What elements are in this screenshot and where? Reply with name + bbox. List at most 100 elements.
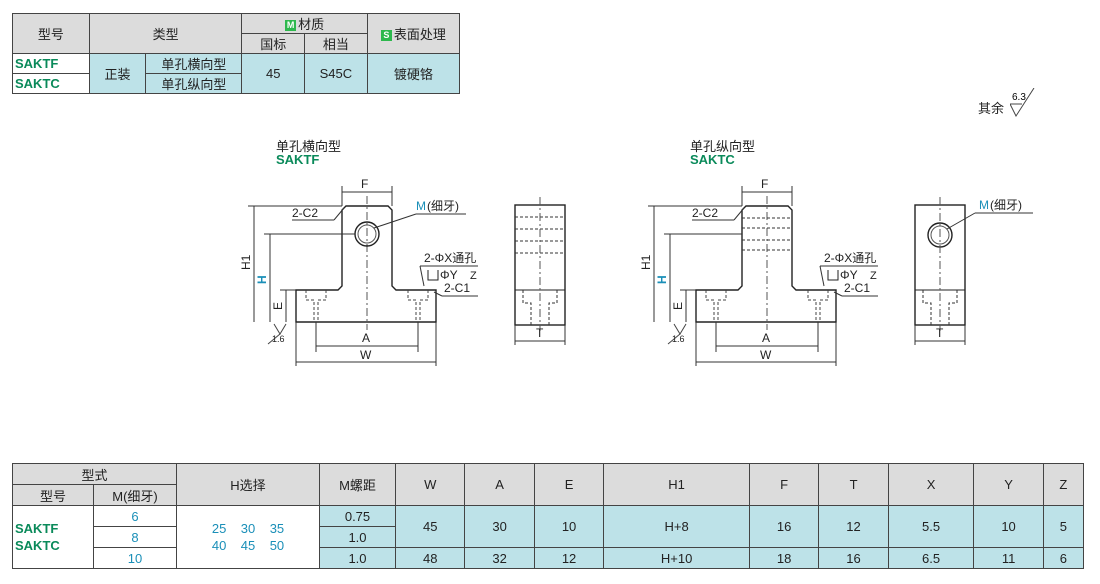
surface-cell: 镀硬铬: [366, 53, 461, 94]
h-dim-label: H: [655, 275, 669, 284]
value-cell: 6.5: [887, 547, 975, 569]
form-header: 型式: [12, 463, 177, 485]
left-diagram-code: SAKTF: [276, 152, 320, 167]
e-dim-label: E: [671, 302, 685, 310]
value-cell: 32: [464, 547, 535, 569]
value-cell: 16: [818, 547, 889, 569]
right-diagram-title: 单孔纵向型: [690, 139, 756, 154]
pitch-cell: 1.0: [319, 547, 396, 569]
type-header: 类型: [88, 13, 243, 54]
value-cell: H+10: [603, 547, 750, 569]
saktc-side-view: M (细牙) T: [914, 197, 1033, 345]
value-cell: 10: [973, 505, 1044, 548]
h-select-header: H选择: [176, 463, 320, 506]
w-dim-label: W: [360, 348, 372, 362]
m-header: M(细牙): [93, 484, 177, 506]
model-header: 型号: [12, 484, 94, 506]
model-header: 型号: [12, 13, 90, 54]
pitch-header: M螺距: [319, 463, 396, 506]
value-cell: 5.5: [887, 505, 975, 548]
h-value: 40: [211, 538, 227, 553]
roughness-16-label: 1.6: [272, 334, 285, 344]
saktc-front-view: F H1 H E A W 2-C2 2-ΦX通孔 ΦY Z 2-C1 1.6: [639, 177, 878, 366]
c1-label: 2-C1: [444, 281, 470, 295]
value-cell: 30: [464, 505, 535, 548]
h-value: 30: [240, 521, 256, 536]
roughness-label: 其余: [978, 101, 1005, 116]
saktf-front-view: F H1 H E A W 2-C2 M (细牙) 2-ΦX通孔 ΦY Z 2-C…: [239, 177, 478, 366]
value-cell: 18: [748, 547, 820, 569]
gb-header: 国标: [241, 33, 305, 54]
hole-x-label: 2-ΦX通孔: [424, 251, 476, 265]
hole-y-label: ΦY: [840, 268, 858, 282]
roughness-note: 其余: [978, 98, 1004, 117]
model-label: SAKTF: [15, 521, 59, 536]
c2-label: 2-C2: [692, 206, 718, 220]
m-note-label: (细牙): [990, 198, 1022, 212]
value-cell: 11: [973, 547, 1044, 569]
h1-dim-label: H1: [239, 254, 253, 270]
pitch-cell: 0.75: [319, 505, 396, 527]
m-note-label: (细牙): [427, 199, 459, 213]
s-tag-icon: S: [380, 30, 392, 41]
m-value-cell: 8: [93, 526, 177, 548]
dimension-table: 型式 H选择 M螺距 W A E H1 F T X Y Z 型号 M(细牙) S…: [12, 463, 1085, 569]
t-dim-label: T: [536, 326, 544, 340]
m-value-cell: 6: [93, 505, 177, 527]
col-header: Z: [1042, 463, 1085, 506]
hole-y-label: ΦY: [440, 268, 458, 282]
m-label: M: [416, 199, 426, 213]
h-value: 35: [269, 521, 285, 536]
col-header: E: [533, 463, 605, 506]
h1-dim-label: H1: [639, 254, 653, 270]
value-cell: 12: [533, 547, 605, 569]
m-label: M: [979, 198, 989, 212]
value-cell: 6: [1042, 547, 1085, 569]
equiv-cell: S45C: [304, 53, 368, 94]
value-cell: 5: [1042, 505, 1085, 548]
roughness-value: 6.3: [1012, 92, 1026, 103]
c1-label: 2-C1: [844, 281, 870, 295]
model-cell: SAKTF: [12, 53, 90, 74]
c2-label: 2-C2: [292, 206, 318, 220]
value-cell: 16: [748, 505, 820, 548]
hole-z-label: Z: [470, 270, 477, 282]
col-header: W: [394, 463, 466, 506]
model-cell: SAKTC: [12, 73, 90, 94]
col-header: X: [887, 463, 975, 506]
hole-z-label: Z: [870, 270, 877, 282]
col-header: T: [818, 463, 889, 506]
m-tag-icon: M: [285, 20, 297, 31]
f-dim-label: F: [761, 177, 768, 191]
type-cell: 单孔横向型: [145, 53, 243, 74]
mount-cell: 正装: [88, 53, 147, 94]
roughness-16-label: 1.6: [672, 334, 685, 344]
model-label: SAKTC: [15, 538, 60, 553]
w-dim-label: W: [760, 348, 772, 362]
saktf-side-view: T: [514, 197, 566, 345]
h-dim-label: H: [255, 275, 269, 284]
value-cell: H+8: [603, 505, 750, 548]
gb-cell: 45: [241, 53, 305, 94]
value-cell: 12: [818, 505, 889, 548]
e-dim-label: E: [271, 302, 285, 310]
value-cell: 10: [533, 505, 605, 548]
roughness-symbol-icon: 6.3: [1010, 88, 1035, 118]
left-diagram-title: 单孔横向型: [276, 139, 342, 154]
equiv-header: 相当: [304, 33, 368, 54]
pitch-cell: 1.0: [319, 526, 396, 548]
h-value: 45: [240, 538, 256, 553]
m-value-cell: 10: [93, 547, 177, 569]
f-dim-label: F: [361, 177, 368, 191]
h-values-cell: 25 30 35 40 45 50: [176, 505, 320, 569]
material-label: 材质: [298, 17, 325, 32]
t-dim-label: T: [936, 326, 944, 340]
col-header: A: [464, 463, 535, 506]
type-cell: 单孔纵向型: [145, 73, 243, 94]
col-header: H1: [603, 463, 750, 506]
h-value: 50: [269, 538, 285, 553]
value-cell: 48: [394, 547, 466, 569]
a-dim-label: A: [762, 331, 770, 345]
